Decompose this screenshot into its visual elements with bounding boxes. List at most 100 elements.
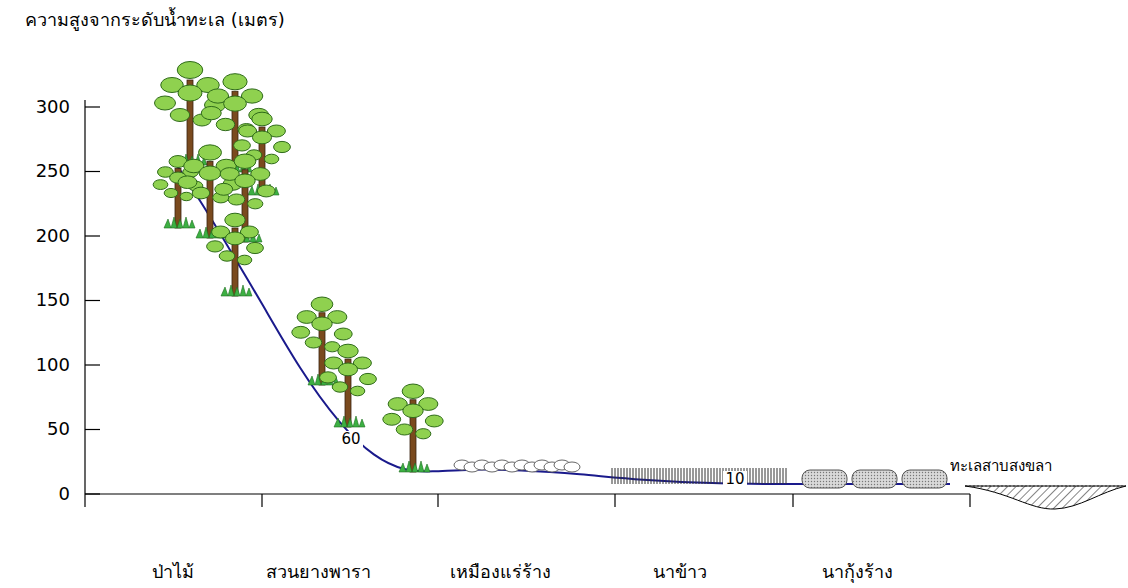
rice-stalk (774, 468, 775, 484)
tree-leaves (199, 145, 222, 160)
y-tick (85, 171, 100, 172)
tree-leaves (252, 112, 272, 126)
rice-stalk (783, 468, 784, 484)
rice-stalk (612, 468, 613, 484)
rice-stalk (627, 468, 628, 484)
rice-stalk (765, 468, 766, 484)
tree-leaves (311, 297, 333, 311)
rice-stalk (717, 468, 718, 484)
x-tick (261, 494, 262, 507)
terrain-profile (172, 158, 950, 484)
tree-leaves (164, 188, 178, 197)
tree-leaves (199, 166, 221, 180)
rice-stalk (681, 468, 682, 484)
tree-leaves (332, 382, 348, 392)
tree-leaves (334, 328, 352, 340)
rice-stalk (621, 468, 622, 484)
rice-stalk (750, 468, 751, 484)
zone-label: ป่าไม้ (152, 562, 194, 583)
y-tick (85, 106, 100, 107)
tree-leaves (248, 199, 263, 209)
rice-stalk (654, 468, 655, 484)
y-tick (85, 493, 100, 494)
tree-leaves (234, 140, 251, 151)
tree-leaves (223, 74, 247, 90)
y-tick (85, 429, 100, 430)
tick-label: 150 (36, 290, 70, 311)
grass-tuft (334, 416, 365, 427)
rice-stalk (633, 468, 634, 484)
tree-leaves (216, 118, 235, 130)
tree-leaves (170, 109, 190, 122)
rice-stalk (756, 468, 757, 484)
tree-leaves (274, 141, 291, 152)
mine-spoil-heap (564, 462, 580, 472)
rice-stalk (618, 468, 619, 484)
tree-leaves (396, 424, 413, 435)
grass-tuft (399, 461, 430, 472)
zone-label: สวนยางพารา (266, 562, 371, 583)
tree-leaves (192, 187, 210, 199)
rice-stalk (669, 468, 670, 484)
tree-leaves (177, 62, 203, 79)
tree-leaves (180, 192, 193, 200)
x-tick (969, 494, 970, 507)
rice-stalk (693, 468, 694, 484)
elevation-value: 60 (339, 431, 362, 448)
tree-leaves (201, 106, 221, 119)
rice-stalk (687, 468, 688, 484)
rice-stalk (777, 468, 778, 484)
rice-stalk (747, 468, 748, 484)
zone-label: นาข้าว (653, 562, 707, 583)
y-axis (84, 100, 85, 494)
rice-stalk (705, 468, 706, 484)
tick-label: 300 (36, 97, 70, 118)
rice-stalk (684, 468, 685, 484)
tree-leaves (292, 326, 310, 338)
tree-leaves (338, 344, 358, 358)
tick-label: 50 (47, 419, 70, 440)
rice-stalk (663, 468, 664, 484)
rice-stalk (690, 468, 691, 484)
rice-stalk (672, 468, 673, 484)
rice-stalk (714, 468, 715, 484)
rice-stalk (759, 468, 760, 484)
tree-leaves (225, 232, 244, 245)
shrimp-pond (902, 470, 947, 488)
rice-stalk (651, 468, 652, 484)
tree-leaves (228, 194, 245, 205)
tree-leaves (338, 363, 357, 376)
shrimp-pond (852, 470, 897, 488)
x-tick (614, 494, 615, 507)
tree-leaves (403, 404, 423, 418)
tree-leaves (215, 183, 233, 195)
tree-leaves (237, 255, 251, 265)
tree-leaves (416, 429, 431, 439)
y-tick (85, 300, 100, 301)
rice-stalk (762, 468, 763, 484)
rice-stalk (675, 468, 676, 484)
tree-leaves (312, 317, 332, 331)
tree (155, 62, 226, 166)
tree-leaves (402, 384, 424, 398)
grass-tuft (221, 285, 252, 296)
rice-stalk (702, 468, 703, 484)
zone-label: นากุ้งร้าง (822, 562, 893, 583)
rice-stalk (639, 468, 640, 484)
rice-stalk (666, 468, 667, 484)
tick-label: 0 (59, 484, 70, 505)
shrimp-pond (802, 470, 847, 488)
rice-stalk (771, 468, 772, 484)
tree-leaves (234, 154, 256, 168)
tree (234, 112, 291, 195)
tree-leaves (178, 85, 202, 101)
tree (320, 344, 377, 427)
tree-leaves (235, 174, 255, 188)
lagoon-surface (965, 486, 1126, 487)
tree-leaves (252, 131, 271, 144)
tree-leaves (257, 185, 275, 197)
rice-stalk (615, 468, 616, 484)
tree-leaves (178, 176, 197, 189)
rice-stalk (660, 468, 661, 484)
